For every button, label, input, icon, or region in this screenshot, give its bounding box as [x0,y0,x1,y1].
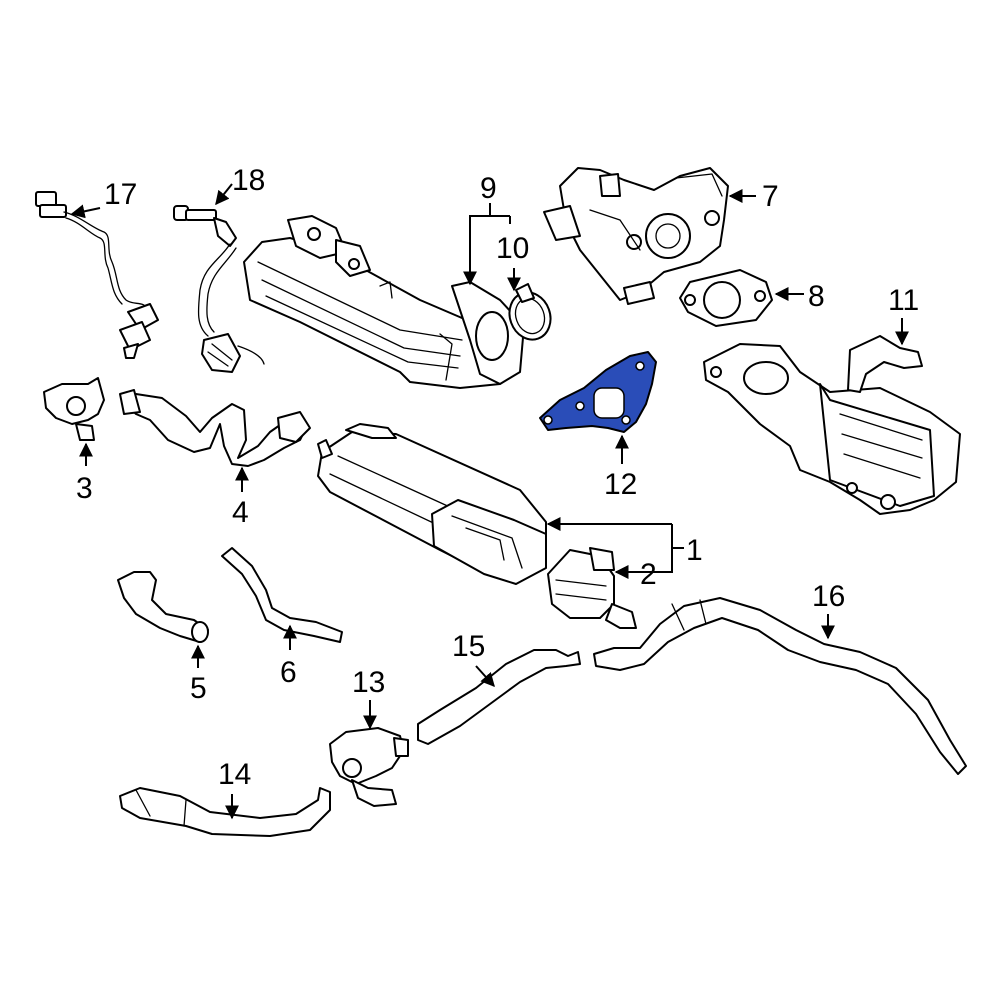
callout-1: 1 [686,534,703,567]
part-3-valve[interactable] [43,377,105,441]
callout-2: 2 [640,558,657,591]
leader-lines [70,183,909,820]
callout-15: 15 [452,630,485,663]
part-4-hose[interactable] [119,389,311,467]
callout-8: 8 [808,280,825,313]
callout-6: 6 [280,656,297,689]
leader-15 [475,665,495,688]
callout-13: 13 [352,666,385,699]
leader-17 [70,204,101,219]
part-14-hose[interactable] [119,787,331,837]
leader-9 [463,203,491,286]
callout-labels: 17 18 9 10 7 8 11 12 1 2 3 4 5 6 13 14 1… [76,164,919,791]
part-9-egr-cooler[interactable] [243,215,525,389]
part-7-egr-valve[interactable] [543,167,729,305]
part-12-gasket[interactable] [539,351,657,433]
part-13-valve[interactable] [329,727,409,807]
part-18-sensor-harness[interactable] [173,205,265,373]
callout-17: 17 [104,178,137,211]
callout-12: 12 [604,468,637,501]
part-1-canister[interactable] [317,423,547,585]
part-16-hose[interactable] [593,597,967,775]
callout-9: 9 [480,172,497,205]
callout-5: 5 [190,672,207,705]
part-8-gasket[interactable] [679,269,773,327]
part-15-hose[interactable] [417,649,581,745]
part-2-purge-valve[interactable] [547,547,637,629]
callout-4: 4 [232,496,249,529]
callout-16: 16 [812,580,845,613]
callout-7: 7 [762,180,779,213]
part-10-clamp[interactable] [503,283,557,345]
callout-14: 14 [218,758,251,791]
leader-bracket [640,524,673,573]
part-11-egr-cooler-assembly[interactable] [703,335,961,515]
callout-3: 3 [76,472,93,505]
callout-10: 10 [496,232,529,265]
part-17-sensor-harness[interactable] [35,191,159,359]
part-5-connector[interactable] [117,571,209,643]
part-6-hose[interactable] [221,547,343,643]
callout-11: 11 [888,284,919,317]
callout-18: 18 [232,164,265,197]
leader-18 [215,183,233,206]
